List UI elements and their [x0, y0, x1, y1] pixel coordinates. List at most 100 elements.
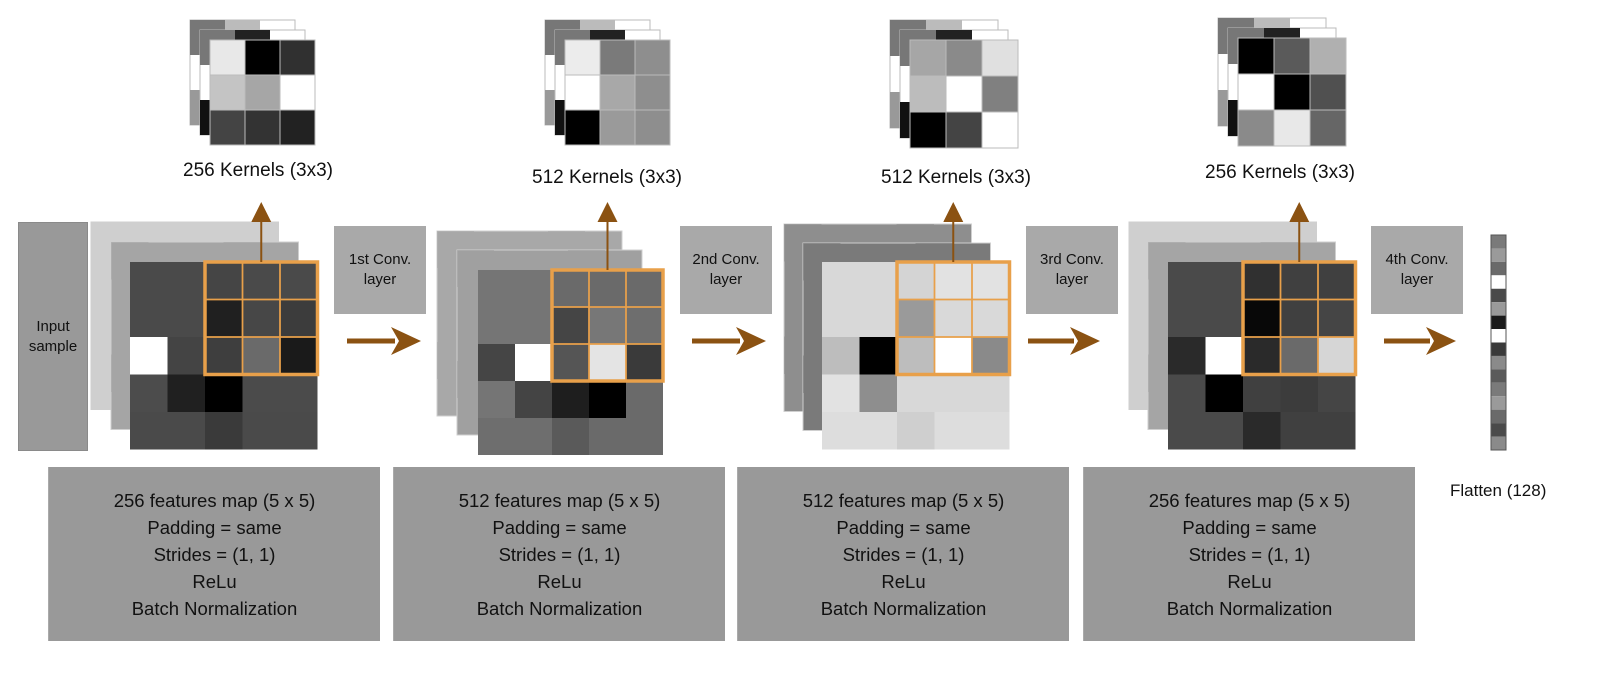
- grid-cell: [1205, 374, 1243, 412]
- conv-layer-box-1: 1st Conv. layer: [334, 226, 426, 314]
- forward-arrow-head: [736, 327, 766, 355]
- flatten-border: [1490, 234, 1507, 451]
- info-feature-maps: 512 features map (5 x 5): [458, 489, 661, 511]
- feature-map-front: [1168, 262, 1356, 450]
- grid-cell: [1243, 412, 1281, 450]
- grid-cell: [1168, 299, 1206, 337]
- flatten-cell: [1491, 329, 1506, 343]
- grid-cell: [859, 374, 897, 412]
- flatten-cell: [1491, 396, 1506, 410]
- flatten-label: Flatten (128): [1450, 481, 1547, 500]
- grid-cell: [167, 299, 205, 337]
- grid-cell: [1168, 262, 1206, 300]
- flatten-vector: [1490, 234, 1507, 451]
- grid-cell: [897, 374, 935, 412]
- grid-cell: [1318, 374, 1356, 412]
- grid-cell: [564, 109, 601, 146]
- grid-cell: [244, 74, 281, 111]
- layer-info-panel-4: 256 features map (5 x 5) Padding = same …: [1083, 467, 1415, 641]
- flatten-cell: [1491, 382, 1506, 397]
- forward-arrow-head: [1426, 327, 1456, 355]
- feature-map-front: [130, 262, 318, 450]
- grid-cell: [1205, 299, 1243, 337]
- grid-cell: [981, 75, 1019, 113]
- forward-arrow-head: [1070, 327, 1100, 355]
- kernel-stack: [544, 19, 671, 146]
- grid-cell: [945, 75, 983, 113]
- grid-cell: [599, 109, 636, 146]
- grid-cell: [945, 111, 983, 149]
- grid-cell: [1318, 299, 1356, 337]
- grid-cell: [205, 337, 243, 375]
- grid-cell: [205, 374, 243, 412]
- grid-cell: [167, 337, 205, 375]
- grid-cell: [552, 307, 589, 344]
- grid-cell: [897, 299, 935, 337]
- grid-cell: [972, 337, 1010, 375]
- info-padding: Padding = same: [1182, 516, 1317, 538]
- kernel-caption-1: 256 Kernels (3x3): [183, 160, 333, 181]
- grid-cell: [634, 74, 671, 111]
- grid-cell: [209, 109, 246, 146]
- kernel-front: [1237, 37, 1347, 147]
- grid-cell: [1280, 262, 1318, 300]
- kernel-front: [209, 39, 316, 146]
- grid-cell: [280, 299, 318, 337]
- grid-cell: [1309, 109, 1347, 147]
- grid-cell: [242, 412, 280, 450]
- grid-cell: [934, 374, 972, 412]
- grid-cell: [130, 262, 168, 300]
- grid-cell: [1318, 412, 1356, 450]
- input-sample-label: Input sample: [28, 317, 78, 355]
- grid-cell: [478, 307, 515, 344]
- conv-layer-label-4: 4th Conv. layer: [1385, 251, 1449, 288]
- grid-cell: [279, 74, 316, 111]
- forward-arrow-head: [391, 327, 421, 355]
- grid-cell: [209, 74, 246, 111]
- grid-cell: [945, 39, 983, 77]
- grid-cell: [167, 262, 205, 300]
- grid-cell: [859, 262, 897, 300]
- flatten-cell: [1491, 248, 1506, 262]
- grid-cell: [589, 307, 626, 344]
- grid-cell: [859, 412, 897, 450]
- grid-cell: [564, 74, 601, 111]
- info-normalization: Batch Normalization: [476, 597, 643, 619]
- grid-cell: [242, 374, 280, 412]
- grid-cell: [972, 262, 1010, 300]
- grid-cell: [1168, 374, 1206, 412]
- conv-layer-box-3: 3rd Conv. layer: [1026, 226, 1118, 314]
- grid-cell: [981, 39, 1019, 77]
- info-activation: ReLu: [881, 570, 926, 592]
- grid-cell: [244, 39, 281, 76]
- grid-cell: [934, 262, 972, 300]
- grid-cell: [972, 374, 1010, 412]
- grid-cell: [909, 75, 947, 113]
- forward-arrow-2: [692, 327, 766, 355]
- grid-cell: [515, 344, 552, 381]
- flatten-cell: [1491, 436, 1506, 450]
- grid-cell: [934, 337, 972, 375]
- grid-cell: [897, 412, 935, 450]
- grid-cell: [822, 262, 860, 300]
- grid-cell: [130, 337, 168, 375]
- grid-cell: [934, 412, 972, 450]
- conv-layer-label-2: 2nd Conv. layer: [692, 251, 760, 288]
- grid-cell: [634, 39, 671, 76]
- kernel-caption-2: 512 Kernels (3x3): [532, 167, 682, 188]
- info-strides: Strides = (1, 1): [498, 543, 621, 565]
- grid-cell: [242, 299, 280, 337]
- grid-cell: [589, 418, 626, 455]
- flatten-cell: [1491, 409, 1506, 424]
- flatten-cell: [1491, 261, 1506, 276]
- grid-cell: [167, 374, 205, 412]
- grid-cell: [822, 412, 860, 450]
- grid-cell: [280, 412, 318, 450]
- grid-cell: [626, 270, 663, 307]
- grid-cell: [209, 39, 246, 76]
- flatten-cell: [1491, 369, 1506, 383]
- grid-cell: [1309, 73, 1347, 111]
- info-feature-maps: 256 features map (5 x 5): [1148, 489, 1351, 511]
- grid-cell: [552, 418, 589, 455]
